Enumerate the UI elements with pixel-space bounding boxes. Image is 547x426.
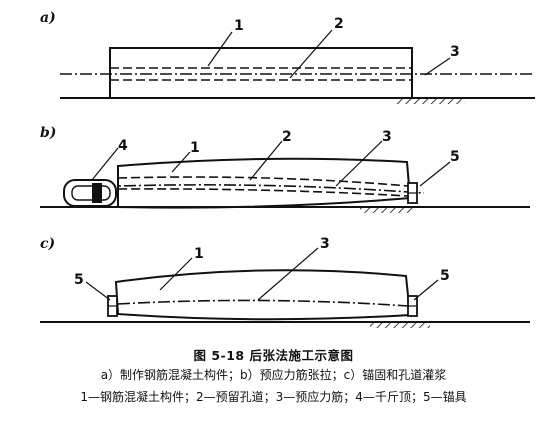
- panel-a-label: a): [40, 10, 56, 26]
- panel-a: a) 1 2 3: [40, 10, 535, 104]
- anchorage-right-c: [407, 295, 418, 317]
- callout-2-b: 2: [282, 129, 292, 145]
- panel-c: c) 5 1 3 5: [40, 236, 530, 328]
- tendon-b: [63, 184, 425, 194]
- leader-3-a: [424, 57, 451, 76]
- callout-1-b: 1: [190, 140, 200, 156]
- callout-5-left-c: 5: [74, 272, 84, 288]
- jack: [63, 179, 117, 207]
- leader-3-c: [257, 247, 319, 301]
- callout-3-b: 3: [382, 129, 392, 145]
- concrete-member-c: [114, 269, 412, 321]
- leader-5-left-c: [85, 281, 111, 301]
- figure-subtitle: a）制作钢筋混凝土构件；b）预应力筋张拉；c）锚固和孔道灌浆: [100, 368, 447, 382]
- panel-b-label: b): [40, 125, 56, 141]
- leader-1-a: [207, 31, 233, 67]
- leader-2-a: [289, 29, 333, 79]
- callout-1-c: 1: [194, 246, 204, 262]
- panel-c-label: c): [40, 236, 55, 252]
- callout-4-b: 4: [118, 138, 128, 154]
- leader-5-right-c: [413, 279, 439, 301]
- anchorage-left-c: [107, 295, 118, 317]
- duct-bottom-b: [117, 188, 409, 197]
- duct-top-b: [117, 176, 409, 187]
- callout-3-c: 3: [320, 236, 330, 252]
- leader-2-b: [249, 140, 283, 181]
- callout-5-b: 5: [450, 149, 460, 165]
- leader-4-b: [91, 147, 119, 181]
- callout-2-a: 2: [334, 16, 344, 32]
- concrete-member-a: [109, 47, 413, 99]
- ground-hatch-b: [360, 207, 415, 213]
- leader-1-c: [159, 257, 193, 291]
- callout-5-right-c: 5: [440, 268, 450, 284]
- leader-5-b: [419, 161, 451, 187]
- ground-hatch-a: [395, 98, 465, 104]
- anchorage-b: [407, 182, 418, 204]
- tendon-c: [117, 299, 409, 307]
- leader-1-b: [171, 151, 191, 173]
- figure-title: 图 5-18 后张法施工示意图: [193, 348, 354, 363]
- panel-b: b) 4 1 2 3 5: [40, 125, 530, 213]
- ground-hatch-c: [370, 322, 430, 328]
- callout-3-a: 3: [450, 44, 460, 60]
- callout-1-a: 1: [234, 18, 244, 34]
- leader-3-b: [335, 140, 383, 187]
- figure-legend: 1—钢筋混凝土构件；2—预留孔道；3—预应力筋；4—千斤顶；5—锚具: [80, 390, 467, 404]
